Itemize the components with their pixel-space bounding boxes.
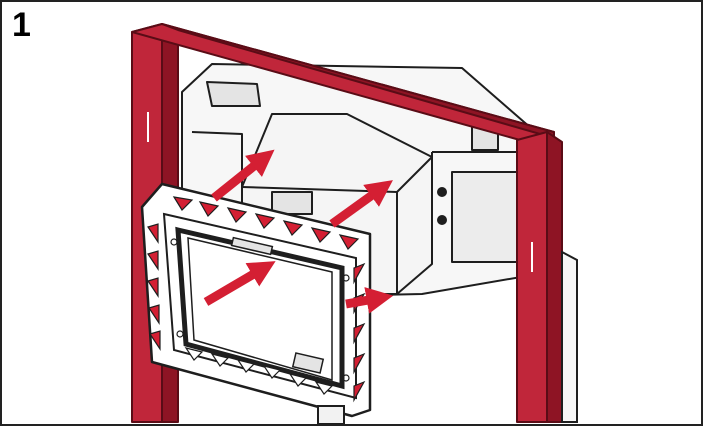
insert-arrows [203, 149, 394, 314]
step-number: 1 [12, 6, 31, 44]
insert-arrow [203, 261, 276, 306]
lower-frame-detail [317, 250, 578, 424]
insert-arrow [211, 149, 275, 202]
mounting-plate [140, 182, 372, 418]
insert-arrow [345, 287, 394, 314]
insert-arrow [329, 180, 393, 228]
